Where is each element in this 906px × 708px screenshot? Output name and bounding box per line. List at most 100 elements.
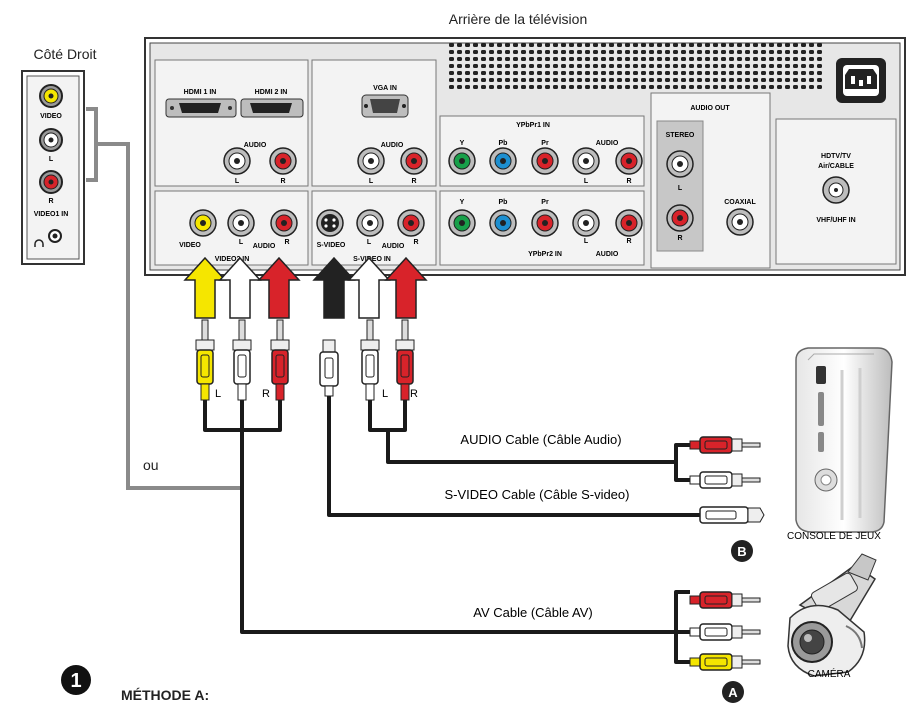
connection-arrows (183, 256, 428, 319)
audio-out-l-jack[interactable] (666, 150, 694, 178)
audio-cable-label: AUDIO Cable (Câble Audio) (460, 432, 621, 447)
rear-tv-title: Arrière de la télévision (449, 11, 588, 27)
vga-l-label: L (369, 178, 374, 185)
hdmi2-port[interactable] (240, 98, 304, 118)
camera-label: CAMÉRA (808, 667, 851, 680)
vga-label: VGA IN (373, 85, 397, 92)
ypbpr2-pr-jack[interactable] (531, 209, 559, 237)
console-audio-plug-white (689, 471, 761, 489)
plug-r-label: R (262, 388, 270, 400)
side-audio-r-jack[interactable] (39, 170, 63, 194)
stereo-label: STEREO (666, 132, 695, 139)
video2-audio-l-jack[interactable] (227, 209, 255, 237)
ypbpr2-y-label: Y (460, 199, 465, 206)
camera-plug-white (689, 623, 761, 641)
video2-l-label: L (239, 239, 244, 246)
audio-out-label: AUDIO OUT (690, 105, 730, 112)
hdmi-audio-label: AUDIO (244, 142, 267, 149)
step-number: 1 (70, 670, 81, 692)
svideo-jack[interactable] (316, 209, 344, 237)
headphone-icon (34, 239, 44, 247)
method-title: MÉTHODE A: (121, 687, 209, 703)
ypbpr2-audio-r-jack[interactable] (615, 209, 643, 237)
ventilation-grille (446, 43, 822, 89)
hdmi-audio-r-jack[interactable] (269, 147, 297, 175)
cable-wires (203, 395, 700, 664)
console-audio-plug-red (689, 436, 761, 454)
svideo-audio-l-jack[interactable] (356, 209, 384, 237)
ypbpr2-pr-label: Pr (541, 199, 549, 206)
svideo-cable-label: S-VIDEO Cable (Câble S-video) (445, 487, 630, 502)
ypbpr1-audio-label: AUDIO (596, 140, 619, 147)
plug-red-2 (395, 319, 415, 401)
ypbpr2-pb-label: Pb (499, 199, 508, 206)
audio-out-r-label: R (677, 235, 682, 242)
badge-b: B (731, 540, 753, 562)
svideo-r-label: R (413, 239, 418, 246)
ypbpr2-label: YPbPr2 IN (528, 251, 562, 258)
ypbpr2-audio-label: AUDIO (596, 251, 619, 258)
audio-out-r-jack[interactable] (666, 204, 694, 232)
plug-red (270, 319, 290, 401)
ypbpr1-pb-label: Pb (499, 140, 508, 147)
antenna-port[interactable] (822, 176, 850, 204)
coaxial-jack[interactable] (726, 208, 754, 236)
hdmi1-port[interactable] (165, 98, 237, 118)
svideo-audio-r-jack[interactable] (397, 209, 425, 237)
hdmi2-label: HDMI 2 IN (255, 89, 288, 96)
hdtv-label-1: HDTV/TV (821, 153, 851, 160)
ypbpr1-l-label: L (584, 178, 589, 185)
ypbpr2-pb-jack[interactable] (489, 209, 517, 237)
ypbpr1-label: YPbPr1 IN (516, 122, 550, 129)
hdmi-l-label: L (235, 178, 240, 185)
tv-rear-panel: HDMI 1 IN HDMI 2 IN VGA IN AUDIO AUDIO Y… (144, 37, 906, 276)
plug-l2-label: L (382, 388, 388, 400)
power-socket (836, 58, 886, 103)
vga-r-label: R (411, 178, 416, 185)
headphone-jack[interactable] (48, 229, 62, 243)
vga-audio-r-jack[interactable] (400, 147, 428, 175)
ypbpr1-pb-jack[interactable] (489, 147, 517, 175)
vga-audio-label: AUDIO (381, 142, 404, 149)
svideo-in-label: S-VIDEO IN (353, 256, 391, 263)
plug-l-label: L (215, 388, 221, 400)
plug-svideo (319, 339, 339, 397)
console-svideo-plug (699, 506, 765, 524)
video2-audio-r-jack[interactable] (270, 209, 298, 237)
video2-in-label: VIDEO2 IN (215, 256, 250, 263)
ypbpr1-pr-jack[interactable] (531, 147, 559, 175)
ypbpr1-r-label: R (626, 178, 631, 185)
game-console-image (795, 347, 893, 533)
hdmi-audio-l-jack[interactable] (223, 147, 251, 175)
coaxial-label: COAXIAL (724, 199, 756, 206)
side-l-label: L (49, 156, 54, 163)
ypbpr1-audio-r-jack[interactable] (615, 147, 643, 175)
step-badge: 1 (61, 665, 91, 695)
camera-plug-red (689, 591, 761, 609)
side-r-label: R (48, 198, 53, 205)
side-video1-in-label: VIDEO1 IN (34, 211, 69, 218)
ypbpr1-audio-l-jack[interactable] (572, 147, 600, 175)
ypbpr2-r-label: R (626, 238, 631, 245)
video2-video-label: VIDEO (179, 242, 201, 249)
audio-out-l-label: L (678, 185, 683, 192)
ypbpr1-y-jack[interactable] (448, 147, 476, 175)
video2-r-label: R (284, 239, 289, 246)
side-video-jack[interactable] (39, 84, 63, 108)
video2-video-jack[interactable] (189, 209, 217, 237)
vga-audio-l-jack[interactable] (357, 147, 385, 175)
vga-port[interactable] (361, 94, 409, 118)
side-video-label: VIDEO (40, 113, 62, 120)
hdtv-label-2: Air/CABLE (818, 163, 854, 170)
ypbpr1-y-label: Y (460, 140, 465, 147)
side-audio-l-jack[interactable] (39, 128, 63, 152)
svideo-label: S-VIDEO (317, 242, 346, 249)
alternate-path-line (86, 107, 242, 490)
ypbpr2-audio-l-jack[interactable] (572, 209, 600, 237)
video2-audio-label: AUDIO (253, 243, 276, 250)
ypbpr2-y-jack[interactable] (448, 209, 476, 237)
camcorder-image (787, 553, 877, 677)
av-cable-label: AV Cable (Câble AV) (473, 605, 592, 620)
badge-a: A (722, 681, 744, 703)
svideo-l-label: L (367, 239, 372, 246)
